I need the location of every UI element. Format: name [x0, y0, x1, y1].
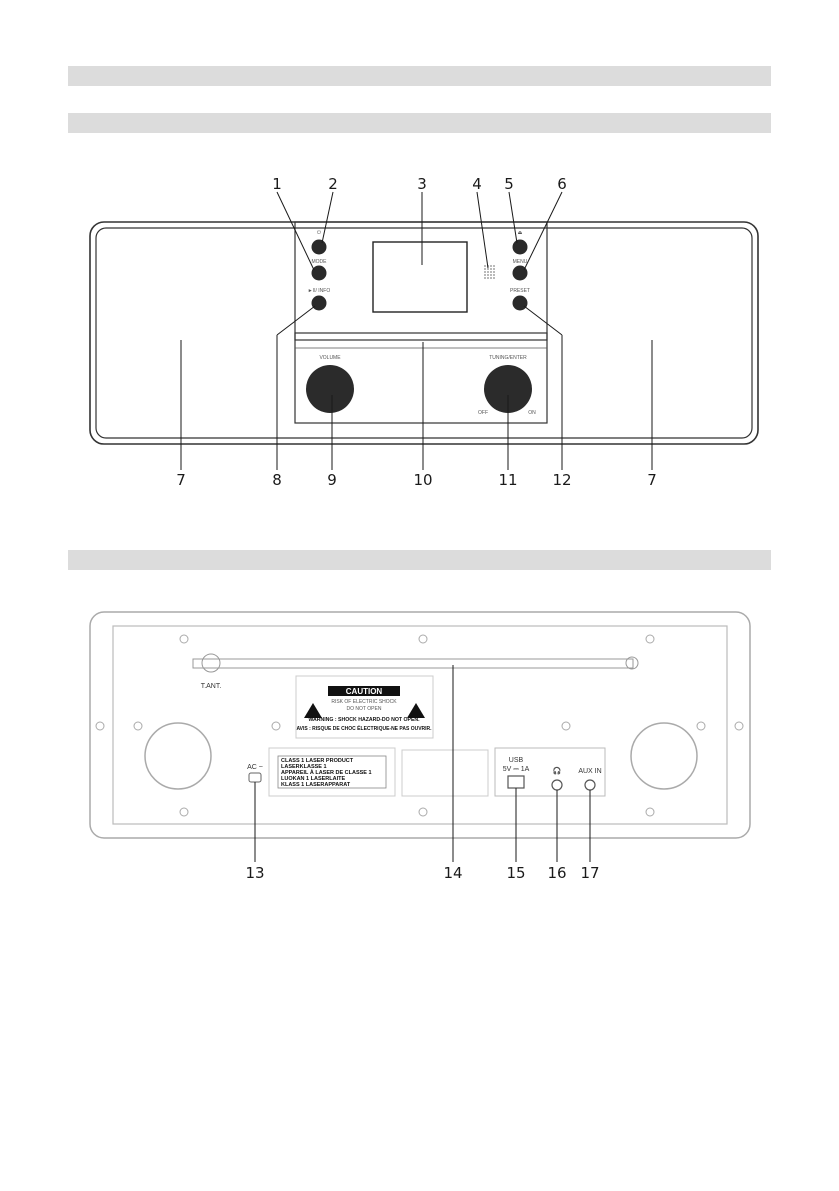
- aux-label: AUX IN: [578, 768, 601, 775]
- laser-label-frame: [268, 747, 396, 797]
- mode-button[interactable]: [311, 265, 327, 281]
- section-bar-3: [68, 550, 771, 570]
- back-outer-housing: [89, 611, 751, 839]
- callout-10: 10: [413, 471, 432, 489]
- caution-sub2: DO NOT OPEN: [347, 706, 382, 712]
- caution-title: CAUTION: [346, 687, 383, 696]
- front-control-panel: [294, 221, 548, 341]
- callout-8: 8: [272, 471, 282, 489]
- callout-14: 14: [443, 864, 462, 882]
- bass-port-right: [630, 722, 698, 790]
- menu-button[interactable]: [512, 265, 528, 281]
- callout-9: 9: [327, 471, 337, 489]
- callout-7-right: 7: [647, 471, 657, 489]
- power-symbol: ⏻: [317, 230, 321, 236]
- warning-triangle-right-icon: [407, 703, 425, 718]
- back-inner-panel: [112, 625, 728, 825]
- volume-label: VOLUME: [319, 355, 341, 361]
- fm-antenna: [192, 658, 634, 669]
- usb-label: USB: [509, 757, 524, 764]
- back-screws: [95, 634, 744, 817]
- warning-text: WARNING : SHOCK HAZARD-DO NOT OPEN.: [308, 717, 420, 723]
- io-panel: [494, 747, 606, 797]
- blank-label-area: [401, 749, 489, 797]
- callout-17: 17: [580, 864, 599, 882]
- laser-label: [277, 755, 387, 789]
- callout-7-left: 7: [176, 471, 186, 489]
- usb-port[interactable]: [507, 775, 525, 789]
- mode-label: MODE: [312, 259, 328, 265]
- preset-label: PRESET: [510, 288, 530, 294]
- caution-sub1: RISK OF ELECTRIC SHOCK: [331, 699, 397, 705]
- laser-line-2: LASERKLASSE 1: [281, 764, 327, 770]
- callout-12: 12: [552, 471, 571, 489]
- callout-6: 6: [557, 175, 567, 193]
- aux-in-jack[interactable]: [584, 779, 596, 791]
- laser-line-5: KLASS 1 LASERAPPARAT: [281, 782, 351, 788]
- bass-port-left: [144, 722, 212, 790]
- ac-power-socket[interactable]: [248, 772, 262, 783]
- callout-1: 1: [272, 175, 282, 193]
- front-inner-housing: [95, 227, 753, 439]
- laser-line-3: APPAREIL À LASER DE CLASSE 1: [281, 769, 372, 776]
- on-label: ON: [528, 410, 536, 416]
- avis-text: AVIS : RISQUE DE CHOC ÉLECTRIQUE-NE PAS …: [296, 724, 432, 732]
- laser-line-4: LUOKAN 1 LASERLAITE: [281, 776, 346, 782]
- play-info-label: ►II/ INFO: [308, 288, 331, 294]
- headphone-jack[interactable]: [551, 779, 563, 791]
- antenna-tip: [625, 656, 639, 670]
- ac-label: AC ~: [247, 764, 263, 771]
- ir-sensor-grille: [484, 265, 495, 279]
- callout-2: 2: [328, 175, 338, 193]
- front-leader-lines: [180, 191, 653, 470]
- section-bar-1: [68, 66, 771, 86]
- warning-triangle-left-icon: [304, 703, 322, 718]
- headphone-icon: 🎧: [553, 766, 562, 775]
- callout-15: 15: [506, 864, 525, 882]
- tuning-label: TUNING/ENTER: [489, 355, 527, 361]
- callout-3: 3: [417, 175, 427, 193]
- volume-knob[interactable]: [306, 365, 354, 413]
- callout-13: 13: [245, 864, 264, 882]
- display-screen: [372, 241, 468, 313]
- back-leader-lines: [254, 665, 591, 862]
- usb-rating: 5V ⎓ 1A: [503, 766, 530, 773]
- callout-4: 4: [472, 175, 482, 193]
- power-button[interactable]: [311, 239, 327, 255]
- callout-16: 16: [547, 864, 566, 882]
- antenna-pivot: [201, 653, 221, 673]
- play-info-button[interactable]: [311, 295, 327, 311]
- tuning-knob[interactable]: [484, 365, 532, 413]
- eject-button[interactable]: [512, 239, 528, 255]
- callout-5: 5: [504, 175, 514, 193]
- antenna-label: T.ANT.: [201, 683, 222, 690]
- front-knob-panel: [294, 332, 548, 424]
- menu-label: MENU: [513, 259, 528, 265]
- section-bar-2: [68, 113, 771, 133]
- off-label: OFF: [478, 410, 488, 416]
- preset-button[interactable]: [512, 295, 528, 311]
- eject-symbol: ⏏: [518, 230, 523, 236]
- laser-line-1: CLASS 1 LASER PRODUCT: [281, 758, 354, 764]
- callout-11: 11: [498, 471, 517, 489]
